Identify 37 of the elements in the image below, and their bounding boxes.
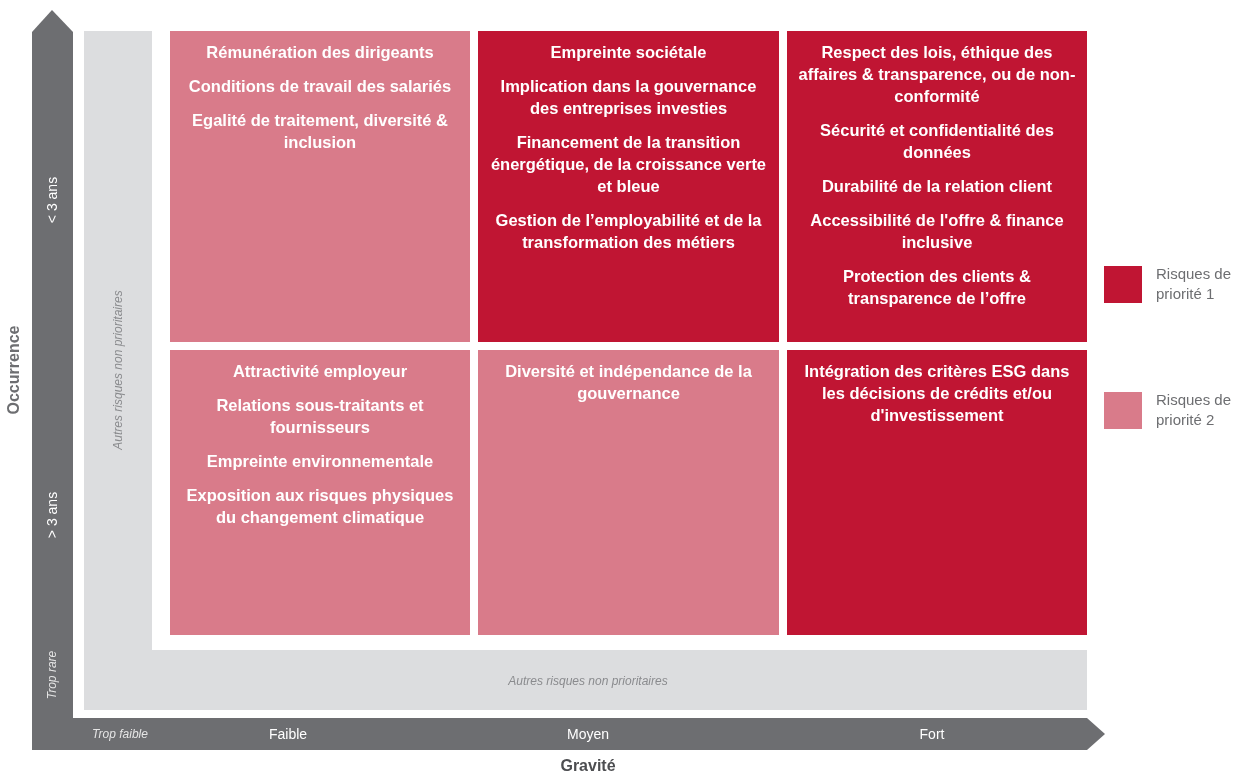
risk-text: Gestion de l’employabilité et de la transformation des métiers: [494, 210, 763, 253]
risk-text: Exposition aux risques physiques du changement climatique: [185, 485, 455, 528]
legend-label: Risques de priorité 1: [1156, 264, 1233, 304]
risk-text: Implication dans la gouvernance des entreprises investies: [499, 76, 758, 119]
risk-text: Empreinte environnementale: [205, 451, 435, 472]
risk-text: Egalité de traitement, diversité & inclusion: [191, 110, 449, 153]
axis-tick-label: > 3 ans: [44, 491, 60, 539]
axis-tick-label: Moyen: [567, 726, 609, 742]
axis-tick-label: Trop faible: [92, 727, 148, 741]
band-label: Autres risques non prioritaires: [111, 290, 125, 450]
risk-text: Financement de la transition énergétique, de la croissance verte et bleue: [489, 132, 768, 197]
axis-tick-label: Fort: [919, 726, 945, 742]
band-label: Autres risques non prioritaires: [508, 674, 668, 688]
axis-tick-label: < 3 ans: [44, 176, 60, 224]
risk-text: Relations sous-traitants et fournisseurs: [215, 395, 425, 438]
axis-title: Occurrence: [5, 325, 23, 415]
risk-cell: [787, 31, 1087, 342]
risk-text: Attractivité employeur: [231, 361, 409, 382]
axis-title: Gravité: [560, 757, 616, 775]
risk-text: Protection des clients & transparence de l’offre: [842, 266, 1032, 309]
risk-cell: [787, 350, 1087, 635]
risk-text: Sécurité et confidentialité des données: [819, 120, 1055, 163]
legend-label: Risques de priorité 2: [1156, 390, 1233, 430]
risk-cell: [478, 31, 779, 342]
risk-cell: [170, 350, 470, 635]
risk-cell: [170, 31, 470, 342]
risk-text: Empreinte sociétale: [549, 42, 708, 63]
risk-text: Diversité et indépendance de la gouvernance: [504, 361, 753, 404]
risk-cell: [478, 350, 779, 635]
risk-text: Respect des lois, éthique des affaires & transparence, ou de non-conformité: [797, 42, 1077, 107]
risk-text: Rémunération des dirigeants: [205, 42, 435, 63]
risk-text: Conditions de travail des salariés: [187, 76, 453, 97]
axis-tick-label: Trop rare: [45, 650, 59, 700]
risk-text: Durabilité de la relation client: [820, 176, 1054, 197]
risk-text: Intégration des critères ESG dans les décisions de crédits et/ou d'investissement: [803, 361, 1071, 426]
risk-text: Accessibilité de l'offre & finance inclusive: [809, 210, 1065, 253]
axis-tick-label: Faible: [268, 726, 308, 742]
